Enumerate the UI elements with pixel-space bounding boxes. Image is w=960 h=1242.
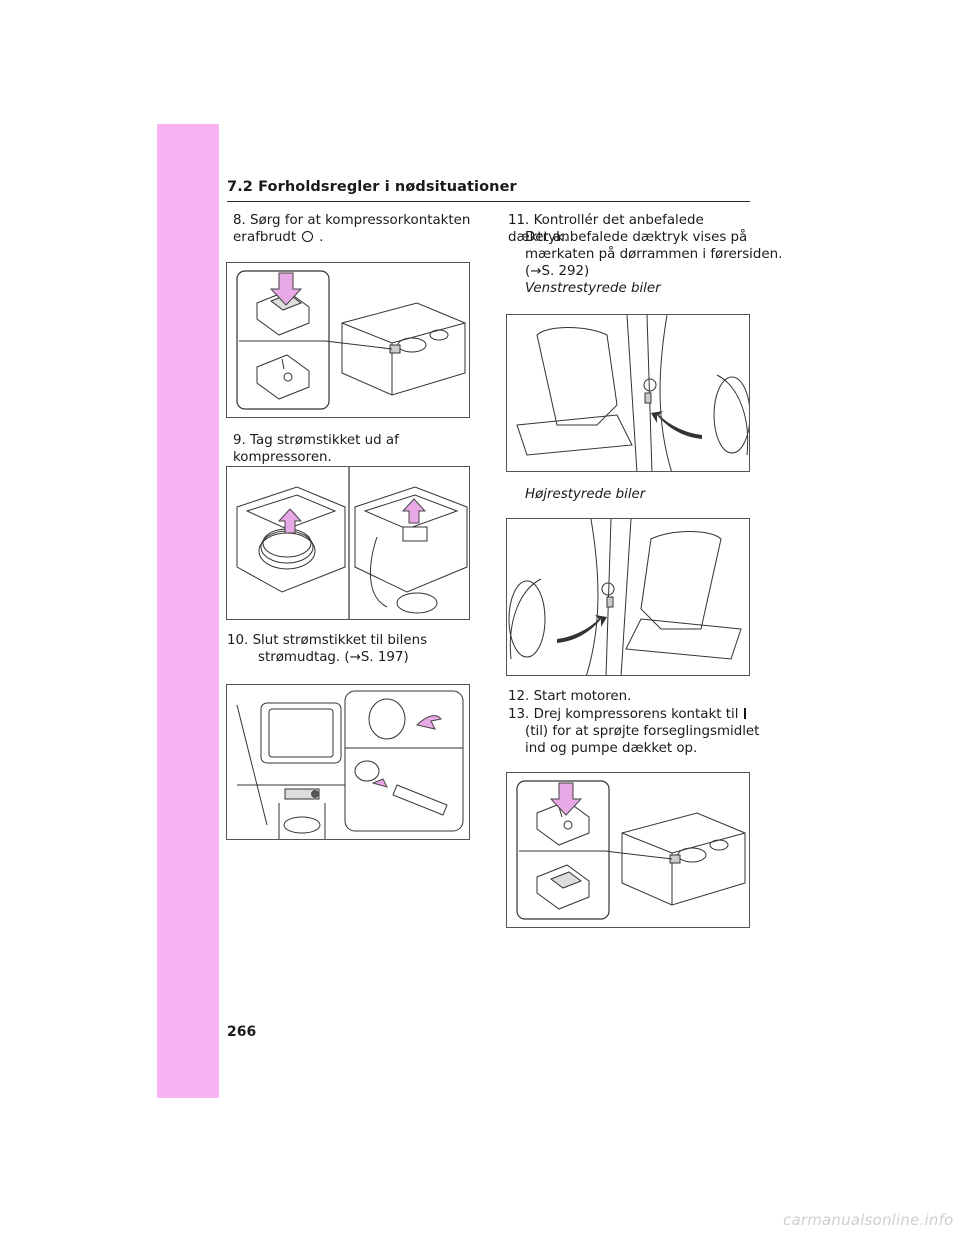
chapter-tab-footer xyxy=(157,1058,219,1098)
section-title: 7.2 Forholdsregler i nødsituationer xyxy=(227,179,517,195)
chapter-tab xyxy=(157,124,219,1058)
step-number: 9. xyxy=(233,433,246,448)
step-number: 12. xyxy=(508,689,530,704)
figure-door-label-lhd xyxy=(506,314,750,472)
figure-compressor-switch-on xyxy=(506,772,750,928)
step-text: Slut strømstikket til bilens xyxy=(252,633,428,648)
step-text: Kontrollér det anbefalede dæktryk. xyxy=(508,213,704,245)
step-text: Drej kompressorens kontakt til xyxy=(533,707,739,722)
step-11-body-1: Det anbefalede dæktryk vises på xyxy=(525,230,748,245)
step-11-body-3: (→S. 292) xyxy=(525,264,590,279)
step-number: 13. xyxy=(508,707,530,722)
step-10-line2: strømudtag. (→S. 197) xyxy=(258,650,409,665)
step-13-line2: (til) for at sprøjte forseglingsmidlet xyxy=(525,724,760,739)
step-9: 9. Tag strømstikket ud af kompressoren. xyxy=(233,432,493,466)
step-11: 11. Kontrollér det anbefalede dæktryk. xyxy=(508,212,758,246)
caption-left-hand-drive: Venstrestyrede biler xyxy=(525,281,661,296)
watermark: carmanualsonline.info xyxy=(783,1211,954,1229)
step-text: Tag strømstikket ud af kompressoren. xyxy=(233,433,399,465)
step-number: 8. xyxy=(233,213,246,228)
step-10: 10. Slut strømstikket til bilens xyxy=(227,632,487,649)
caption-right-hand-drive: Højrestyrede biler xyxy=(525,487,646,502)
step-text: Start motoren. xyxy=(533,689,632,704)
step-13: 13. Drej kompressorens kontakt til xyxy=(508,706,758,723)
figure-power-outlet xyxy=(226,684,470,840)
off-symbol-icon xyxy=(302,231,314,242)
figure-door-label-rhd xyxy=(506,518,750,676)
step-text: Sørg for at kompressorkontakten er xyxy=(233,213,471,245)
step-number: 10. xyxy=(227,633,249,648)
step-number: 11. xyxy=(508,213,530,228)
figure-compressor-switch-off xyxy=(226,262,470,418)
step-11-body-2: mærkaten på dørrammen i førersiden. xyxy=(525,247,783,262)
figure-remove-plug xyxy=(226,466,470,620)
step-8: 8. Sørg for at kompressorkontakten er xyxy=(233,212,483,246)
on-symbol-icon xyxy=(744,708,747,719)
step-13-line3: ind og pumpe dækket op. xyxy=(525,741,698,756)
section-header: 7.2 Forholdsregler i nødsituationer xyxy=(227,179,750,202)
step-12: 12. Start motoren. xyxy=(508,688,758,705)
step-8-line2: afbrudt. xyxy=(247,230,324,245)
page-number: 266 xyxy=(227,1024,257,1040)
